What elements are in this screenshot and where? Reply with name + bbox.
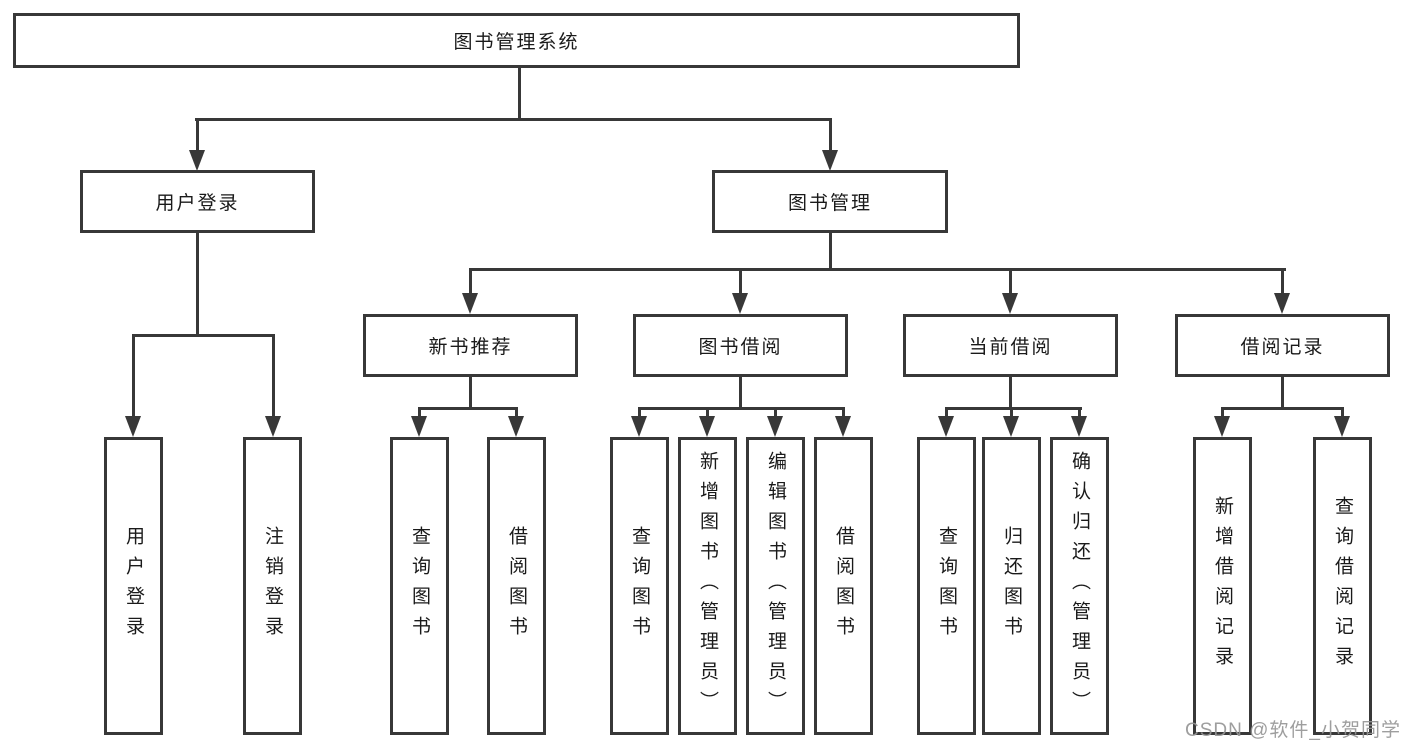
connector-level3-hline <box>469 268 1286 271</box>
leaf-return-books: 归还图书 <box>982 437 1041 735</box>
connector-current-borrow-stem <box>1009 377 1012 410</box>
arrow-down-icon <box>1071 416 1087 437</box>
connector-borrow-records-stem <box>1281 377 1284 410</box>
connector-user-login-hline <box>132 334 275 337</box>
node-new-books: 新书推荐 <box>363 314 578 377</box>
leaf-logout: 注销登录 <box>243 437 302 735</box>
connector-drop-leaf <box>1010 407 1013 421</box>
connector-drop-leaf <box>132 334 135 420</box>
connector-drop-leaf <box>1078 407 1081 421</box>
arrow-down-icon <box>822 150 838 171</box>
connector-drop-new-books <box>469 268 472 296</box>
leaf-edit-book-admin: 编辑图书（管理员） <box>746 437 805 735</box>
connector-book-borrow-stem <box>739 377 742 410</box>
leaf-query-books: 查询图书 <box>610 437 669 735</box>
arrow-down-icon <box>699 416 715 437</box>
leaf-query-books: 查询图书 <box>390 437 449 735</box>
arrow-down-icon <box>1334 416 1350 437</box>
connector-drop-leaf <box>272 334 275 420</box>
arrow-down-icon <box>1214 416 1230 437</box>
csdn-watermark: CSDN @软件_小贺同学 <box>1185 720 1401 741</box>
connector-drop-leaf <box>418 407 421 421</box>
arrow-down-icon <box>938 416 954 437</box>
arrow-down-icon <box>835 416 851 437</box>
leaf-borrow-books: 借阅图书 <box>814 437 873 735</box>
node-root: 图书管理系统 <box>13 13 1020 68</box>
connector-drop-user-login <box>196 118 199 152</box>
connector-drop-leaf <box>945 407 948 421</box>
connector-drop-current-borrow <box>1009 268 1012 296</box>
connector-drop-leaf <box>638 407 641 421</box>
arrow-down-icon <box>1002 293 1018 314</box>
connector-level2-hline <box>195 118 832 121</box>
arrow-down-icon <box>1274 293 1290 314</box>
connector-borrow-records-hline <box>1221 407 1344 410</box>
connector-drop-book-management <box>829 118 832 152</box>
connector-drop-book-borrow <box>739 268 742 296</box>
arrow-down-icon <box>125 416 141 437</box>
arrow-down-icon <box>1003 416 1019 437</box>
leaf-confirm-return-admin: 确认归还（管理员） <box>1050 437 1109 735</box>
connector-drop-leaf <box>515 407 518 421</box>
leaf-user-login: 用户登录 <box>104 437 163 735</box>
leaf-add-book-admin: 新增图书（管理员） <box>678 437 737 735</box>
connector-drop-leaf <box>706 407 709 421</box>
node-borrow-records: 借阅记录 <box>1175 314 1390 377</box>
connector-book-management-stem <box>829 233 832 271</box>
leaf-borrow-books: 借阅图书 <box>487 437 546 735</box>
leaf-query-borrow-record: 查询借阅记录 <box>1313 437 1372 735</box>
connector-drop-leaf <box>1341 407 1344 421</box>
node-current-borrow: 当前借阅 <box>903 314 1118 377</box>
connector-new-books-hline <box>418 407 518 410</box>
connector-drop-borrow-records <box>1281 268 1284 296</box>
arrow-down-icon <box>508 416 524 437</box>
connector-user-login-stem <box>196 233 199 337</box>
arrow-down-icon <box>767 416 783 437</box>
leaf-add-borrow-record: 新增借阅记录 <box>1193 437 1252 735</box>
arrow-down-icon <box>265 416 281 437</box>
node-book-management: 图书管理 <box>712 170 948 233</box>
connector-current-borrow-hline <box>945 407 1082 410</box>
connector-root-stem <box>518 68 521 120</box>
connector-drop-leaf <box>842 407 845 421</box>
arrow-down-icon <box>732 293 748 314</box>
connector-book-borrow-hline <box>638 407 845 410</box>
connector-drop-leaf <box>1221 407 1224 421</box>
node-user-login: 用户登录 <box>80 170 315 233</box>
connector-new-books-stem <box>469 377 472 410</box>
connector-drop-leaf <box>774 407 777 421</box>
arrow-down-icon <box>631 416 647 437</box>
arrow-down-icon <box>462 293 478 314</box>
arrow-down-icon <box>189 150 205 171</box>
node-book-borrow: 图书借阅 <box>633 314 848 377</box>
leaf-query-books: 查询图书 <box>917 437 976 735</box>
arrow-down-icon <box>411 416 427 437</box>
